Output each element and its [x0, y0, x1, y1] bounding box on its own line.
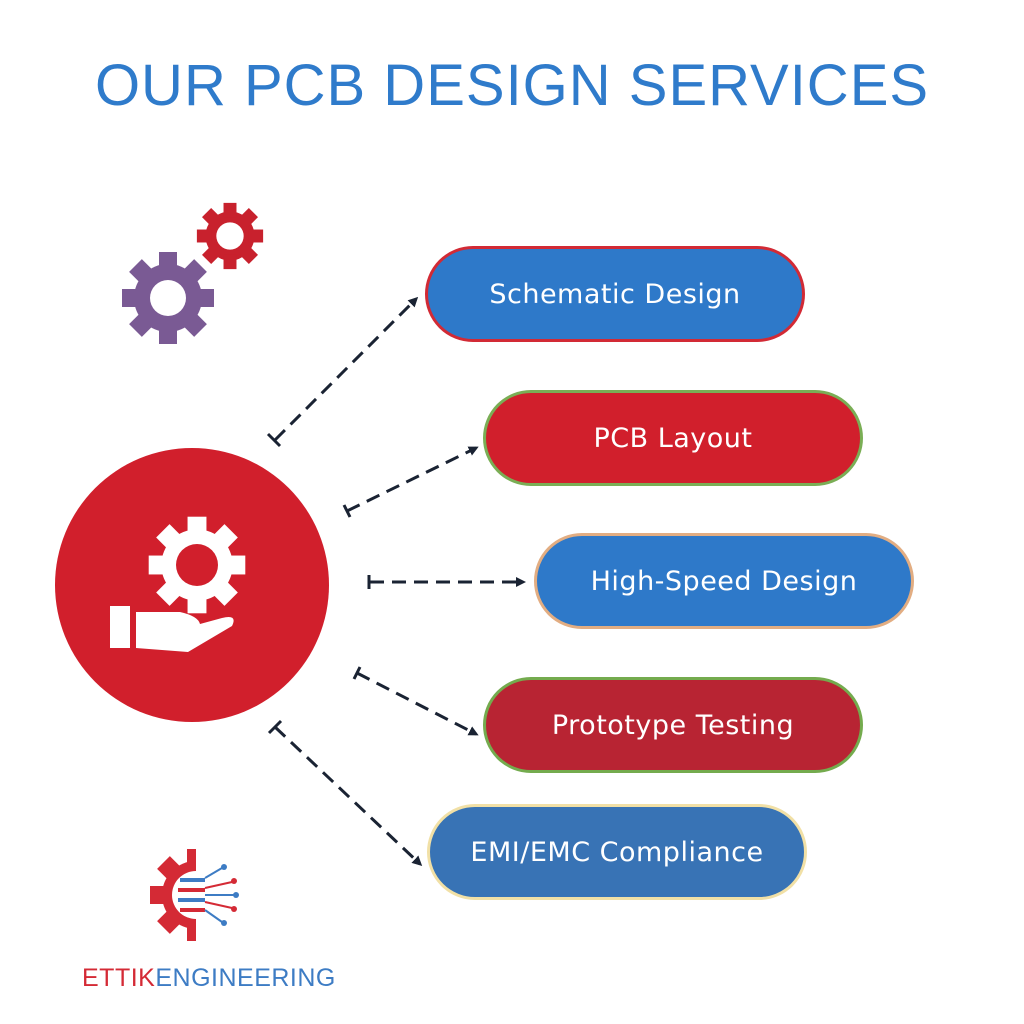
brand-part2: ENGINEERING — [155, 964, 336, 992]
hand-gear-icon — [110, 516, 246, 652]
red-gear-icon — [196, 202, 264, 270]
arrow-schematic — [273, 296, 419, 442]
service-label: PCB Layout — [593, 422, 753, 454]
service-prototype-testing: Prototype Testing — [483, 677, 863, 773]
service-emi-emc-compliance: EMI/EMC Compliance — [427, 804, 807, 900]
service-label: EMI/EMC Compliance — [470, 836, 764, 868]
brand-part1: ETTIK — [82, 964, 156, 992]
arrow-emi — [273, 725, 423, 867]
page-title: OUR PCB DESIGN SERVICES — [94, 53, 930, 118]
service-schematic-design: Schematic Design — [425, 246, 805, 342]
purple-gear-icon — [122, 252, 214, 344]
ettik-logo-icon — [150, 845, 246, 945]
brand-name: ETTIKENGINEERING — [82, 964, 336, 993]
service-high-speed-design: High-Speed Design — [534, 533, 914, 629]
service-label: Prototype Testing — [551, 709, 795, 741]
service-label: High-Speed Design — [590, 565, 858, 597]
arrow-prototype — [356, 671, 479, 736]
arrow-pcb-layout — [346, 446, 479, 513]
service-label: Schematic Design — [489, 278, 741, 310]
service-pcb-layout: PCB Layout — [483, 390, 863, 486]
